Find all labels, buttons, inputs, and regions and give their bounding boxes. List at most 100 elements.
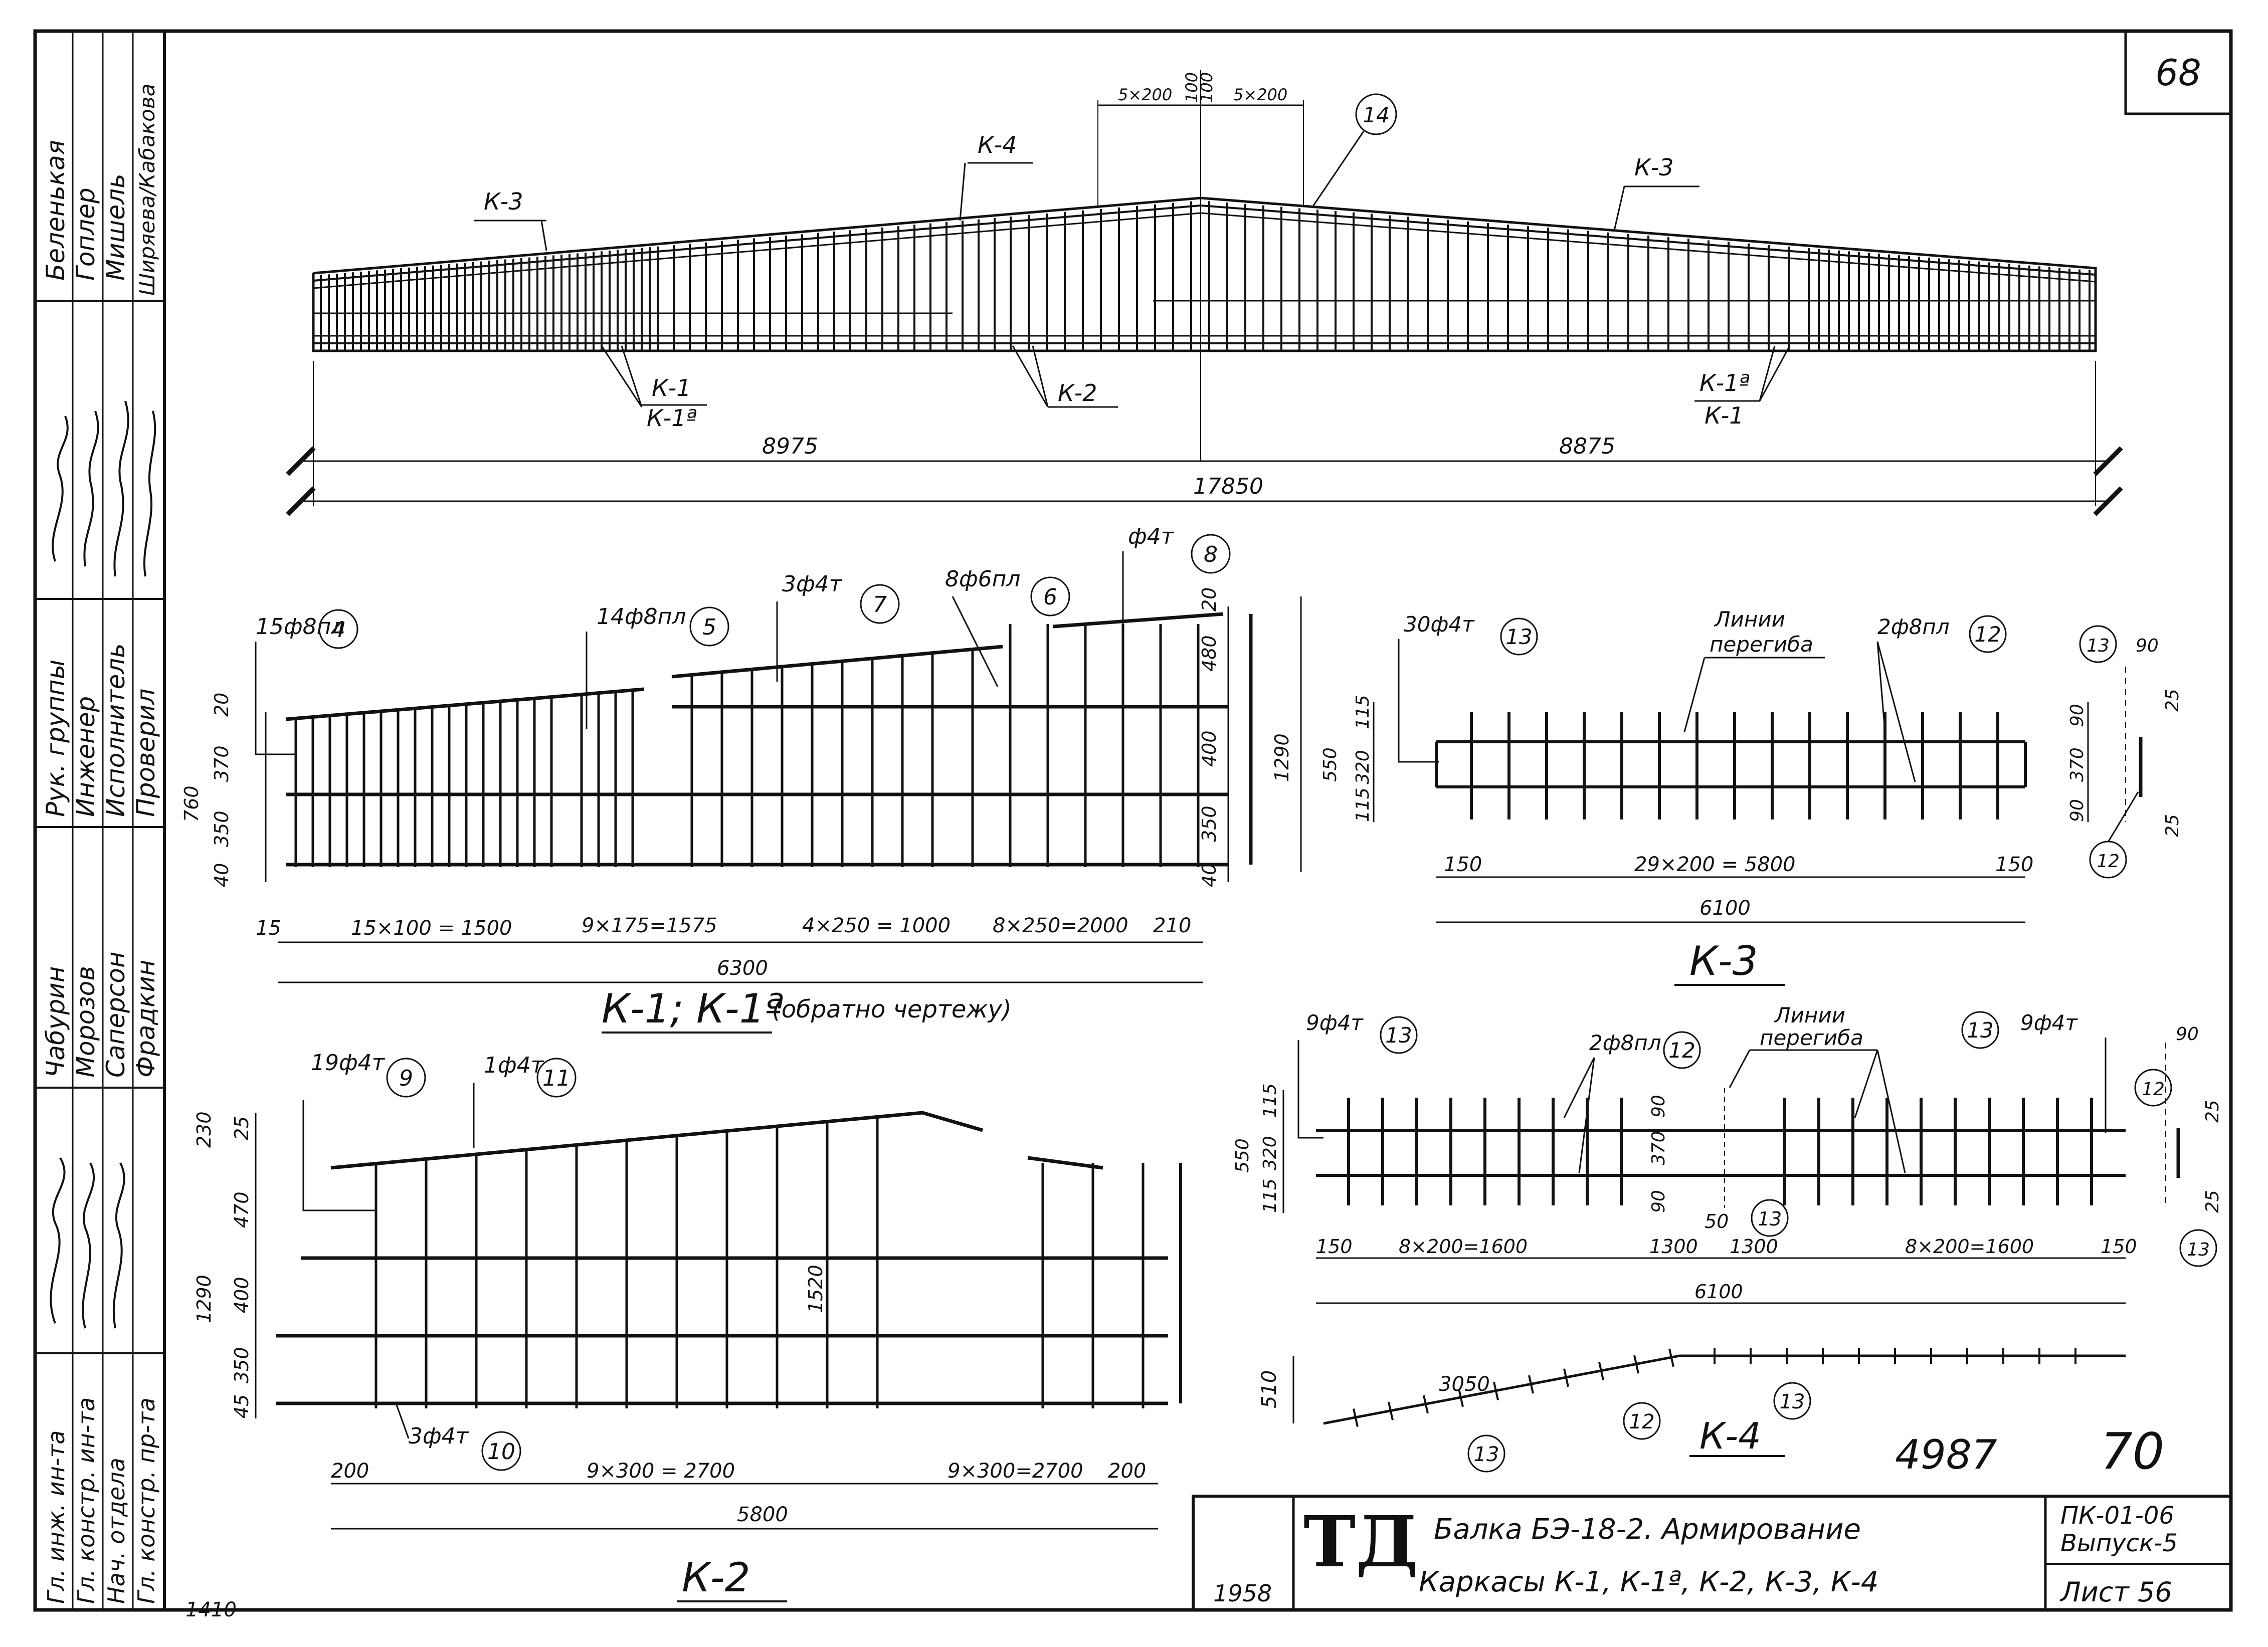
k3-section: 13 12 90 25 25 — [2079, 625, 2183, 879]
k2-left-dim-3: 470 — [231, 1191, 253, 1228]
k3-bottom-dim-2: 29×200 = 5800 — [1634, 853, 1796, 876]
k2-bottom-dim-4: 200 — [1108, 1460, 1146, 1483]
k1-callout-2-num: 5 — [702, 614, 716, 640]
k1-bottom-dim-3: 9×175=1575 — [582, 914, 717, 937]
k3-left-dim-3: 115 — [1353, 787, 1373, 822]
k1-bottom-dim-1: 15 — [256, 917, 281, 940]
k4-side-dim-2: 3050 — [1439, 1373, 1490, 1396]
beam-label-k1-right: К-1 — [1705, 402, 1744, 429]
k2-callout-1-num: 9 — [399, 1066, 413, 1091]
k4-side-tick — [1528, 1375, 1534, 1394]
k4-center-num: 13 — [1758, 1208, 1782, 1230]
k1-left-dim-3: 350 — [211, 810, 233, 847]
k1-right-dim-6: 1290 — [1271, 733, 1293, 782]
k3-callout-1-text: 30ф4т — [1404, 612, 1475, 637]
beam-elevation: К-3 К-4 К-3 К-1 К-1ª К-2 К-1ª К-1 — [286, 70, 2123, 516]
k2-left-dim-1: 230 — [193, 1111, 215, 1148]
sheet-frame — [33, 29, 2233, 1612]
k2-callout-1-text: 19ф4т — [311, 1050, 386, 1076]
k4-side-tick — [1388, 1401, 1394, 1420]
k1-note: (обратно чертежу) — [772, 995, 1012, 1023]
k2-bottom-dim-1: 200 — [331, 1460, 369, 1483]
k4-side-view: 510 3050 12 13 13 — [1258, 1348, 2126, 1473]
beam-dim-total: 17850 — [1193, 474, 1263, 499]
k4-mid-dim-2: 370 — [1648, 1131, 1669, 1165]
k3-section-num-2: 12 — [2097, 851, 2120, 872]
k3-callout-2-num: 12 — [1974, 622, 2001, 647]
k4-bottom-dim-3: 1300 — [1649, 1236, 1698, 1258]
k1-callout-5-text: ф4т — [1128, 524, 1175, 549]
k1-bottom-dim-2: 15×100 = 1500 — [351, 917, 512, 940]
k4-side-tick — [1598, 1361, 1604, 1380]
k4-side-dim-1: 510 — [1258, 1370, 1281, 1408]
k4-left-dim-1: 115 — [1260, 1083, 1280, 1118]
k4-bottom-dim-6: 8×200=1600 — [1905, 1236, 2034, 1258]
k2-callout-3-text: 3ф4т — [409, 1423, 469, 1449]
k1-callout-3-num: 7 — [873, 592, 887, 617]
k2-left-dim-6: 45 — [231, 1394, 253, 1418]
k3-section-num-1: 13 — [2087, 636, 2110, 656]
k4-bottom-dim-4: 50 — [1705, 1210, 1729, 1232]
k1-left-dim-5: 760 — [180, 785, 203, 822]
k1-callout-1-text: 15ф8пл — [256, 614, 345, 640]
beam-top-dim-2: 100 — [1182, 72, 1201, 103]
cage-k3: 30ф4т 13 Линии перегиба 2ф8пл 12 115 320… — [1320, 607, 2183, 986]
k4-side-tick — [1353, 1408, 1359, 1427]
sheet-number: 68 — [2155, 52, 2201, 94]
k2-left-dim-7: 1290 — [193, 1275, 215, 1323]
k4-side-num-3: 13 — [1474, 1443, 1499, 1466]
beam-label-k1-left: К-1 — [652, 374, 691, 401]
k2-left-dim-4: 400 — [231, 1277, 253, 1313]
stamp-block: Беленькая Гоплер Мишель Ширяева/Кабакова… — [41, 84, 160, 1604]
beam-label-k1a-right: К-1ª — [1699, 369, 1750, 396]
beam-outline — [312, 196, 2097, 352]
stamp-name-3: Мишель — [101, 173, 130, 281]
stamp-role-3: Исполнитель — [101, 643, 130, 817]
k2-title: К-2 — [682, 1554, 750, 1601]
k4-mid-dim-3: 90 — [1648, 1190, 1669, 1213]
k3-bend-label-2: перегиба — [1710, 632, 1813, 657]
k2-bottom-dim-3: 9×300=2700 — [948, 1460, 1083, 1483]
k4-side-tick — [1458, 1388, 1464, 1407]
stamp-name-1: Беленькая — [41, 140, 70, 281]
k4-section: 12 13 90 25 25 — [2134, 1024, 2223, 1267]
k2-left-dim-2: 25 — [231, 1116, 253, 1140]
k4-callout-1-text: 9ф4т — [1306, 1010, 1364, 1035]
stamp-role-4: Проверил — [131, 689, 160, 817]
k2-stirrups — [374, 1117, 1145, 1408]
k1-callout-4-num: 6 — [1043, 584, 1057, 610]
stamp-name-4: Ширяева/Кабакова — [135, 84, 159, 296]
beam-top-dim-1: 5×200 — [1118, 85, 1172, 104]
beam-label-k3-left: К-3 — [484, 188, 523, 215]
title-line-2: Каркасы К-1, К-1ª, К-2, К-3, К-4 — [1419, 1566, 1878, 1598]
k1-callout-3-text: 3ф4т — [782, 571, 843, 597]
k2-callout-2-text: 1ф4т — [484, 1053, 544, 1078]
k3-section-dim-3: 25 — [2162, 814, 2183, 837]
k3-bottom-dim-3: 150 — [1995, 853, 2033, 876]
k4-side-tick — [1633, 1355, 1639, 1374]
k4-bottom-dim-1: 150 — [1316, 1236, 1353, 1258]
beam-label-k3-right: К-3 — [1634, 154, 1674, 181]
logo-year: 1958 — [1213, 1580, 1272, 1607]
k1-callout-2-text: 14ф8пл — [597, 604, 686, 630]
k1-left-dim-4: 40 — [211, 863, 233, 887]
k4-left-dim-3: 115 — [1260, 1178, 1280, 1213]
k4-callout-3-text: 9ф4т — [2020, 1010, 2078, 1035]
k1-right-dim-5: 40 — [1198, 863, 1220, 887]
k3-left-dim-1: 115 — [1353, 695, 1373, 729]
k3-left-dim-4: 550 — [1320, 747, 1341, 782]
beam-dim-left: 8975 — [762, 434, 818, 459]
k4-side-num-1: 12 — [1629, 1410, 1655, 1433]
k4-side-tick — [1668, 1348, 1674, 1367]
k1-callout-1-num: 4 — [331, 617, 345, 643]
k4-callout-3-num: 13 — [1967, 1018, 1993, 1043]
k1-left-dim-1: 20 — [211, 693, 233, 717]
k3-section-dim-1: 90 — [2136, 636, 2159, 656]
k1-right-dim-2: 480 — [1198, 635, 1220, 672]
k4-section-dim-3: 25 — [2202, 1190, 2223, 1213]
stamp-bottom-role-2: Гл. констр. ин-та — [73, 1397, 100, 1604]
k4-callout-2-num: 12 — [1668, 1038, 1695, 1063]
k4-side-num-2: 13 — [1780, 1390, 1805, 1413]
k3-section-dim-2: 25 — [2162, 689, 2183, 712]
